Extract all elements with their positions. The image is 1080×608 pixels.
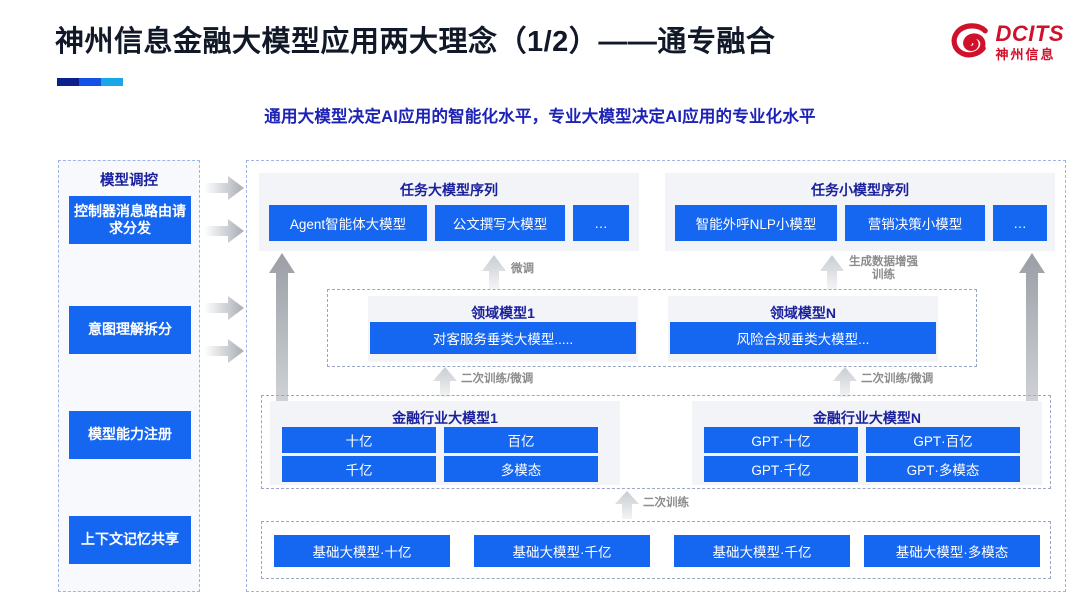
- page-subtitle: 通用大模型决定AI应用的智能化水平，专业大模型决定AI应用的专业化水平: [264, 108, 816, 126]
- domain-model-n-title: 领域模型N: [769, 305, 837, 321]
- logo-text: DCITS 神州信息: [995, 21, 1065, 62]
- flow-arrow-up-right-tall: [1019, 253, 1045, 415]
- industry-model-1-title: 金融行业大模型1: [392, 410, 498, 426]
- industry-model-1-box-2[interactable]: 百亿: [444, 427, 598, 453]
- domain-model-1-title: 领域模型1: [471, 305, 535, 321]
- domain-models-container: 领域模型1 对客服务垂类大模型..... 领域模型N 风险合规垂类大模型...: [327, 289, 977, 367]
- flow-arrow-right-2: [204, 219, 244, 243]
- industry-model-n-card: 金融行业大模型N GPT·十亿 GPT·百亿 GPT·千亿 GPT·多模态: [692, 401, 1042, 485]
- control-item-register[interactable]: 模型能力注册: [69, 411, 191, 459]
- accent-segment-1: [57, 78, 79, 86]
- task-small-box-2[interactable]: 营销决策小模型: [845, 205, 985, 241]
- base-model-box-4[interactable]: 基础大模型·多模态: [864, 535, 1040, 567]
- control-item-intent[interactable]: 意图理解拆分: [69, 306, 191, 354]
- arrow-label-data-aug-line2: 训练: [872, 269, 895, 282]
- task-large-box-3[interactable]: …: [573, 205, 629, 241]
- flow-arrow-right-4: [204, 339, 244, 363]
- control-item-context[interactable]: 上下文记忆共享: [69, 516, 191, 564]
- logo-en: DCITS: [995, 21, 1064, 46]
- flow-arrow-up-left-tall: [269, 253, 295, 415]
- base-model-box-2[interactable]: 基础大模型·千亿: [474, 535, 650, 567]
- task-small-box-3[interactable]: …: [993, 205, 1047, 241]
- task-small-model-title: 任务小模型序列: [811, 182, 909, 198]
- task-large-box-1[interactable]: Agent智能体大模型: [269, 205, 427, 241]
- architecture-diagram: 任务大模型序列 Agent智能体大模型 公文撰写大模型 … 任务小模型序列 智能…: [246, 160, 1066, 592]
- flow-arrow-up-retrain-base: [615, 491, 639, 519]
- base-model-box-1[interactable]: 基础大模型·十亿: [274, 535, 450, 567]
- base-model-box-3[interactable]: 基础大模型·千亿: [674, 535, 850, 567]
- industry-model-1-card: 金融行业大模型1 十亿 百亿 千亿 多模态: [270, 401, 620, 485]
- domain-model-1-card: 领域模型1 对客服务垂类大模型.....: [368, 296, 638, 362]
- task-large-model-title: 任务大模型序列: [400, 182, 498, 198]
- arrow-label-retrain: 二次训练: [643, 497, 689, 509]
- task-large-model-card: 任务大模型序列 Agent智能体大模型 公文撰写大模型 …: [259, 173, 639, 251]
- accent-bar: [57, 78, 123, 86]
- industry-model-1-box-3[interactable]: 千亿: [282, 456, 436, 482]
- task-small-model-card: 任务小模型序列 智能外呼NLP小模型 营销决策小模型 …: [665, 173, 1055, 251]
- flow-arrow-right-3: [204, 296, 244, 320]
- dcits-swoosh-icon: [951, 23, 988, 58]
- page-title: 神州信息金融大模型应用两大理念（1/2）——通专融合: [55, 26, 776, 58]
- industry-model-n-box-1[interactable]: GPT·十亿: [704, 427, 858, 453]
- industry-model-n-box-2[interactable]: GPT·百亿: [866, 427, 1020, 453]
- industry-models-container: 金融行业大模型1 十亿 百亿 千亿 多模态 金融行业大模型N GPT·十亿 GP…: [261, 395, 1051, 489]
- task-small-box-1[interactable]: 智能外呼NLP小模型: [675, 205, 837, 241]
- flow-arrow-up-retrain-2: [833, 367, 857, 397]
- industry-model-1-box-1[interactable]: 十亿: [282, 427, 436, 453]
- domain-model-1-box[interactable]: 对客服务垂类大模型.....: [370, 322, 636, 354]
- arrow-label-retrain-finetune-2: 二次训练/微调: [861, 373, 934, 385]
- flow-arrow-up-retrain-1: [433, 367, 457, 397]
- base-models-container: 基础大模型·十亿 基础大模型·千亿 基础大模型·千亿 基础大模型·多模态: [261, 521, 1051, 579]
- accent-segment-3: [101, 78, 123, 86]
- model-control-title: 模型调控: [100, 173, 158, 189]
- arrow-label-finetune: 微调: [511, 263, 534, 275]
- company-logo: DCITS 神州信息: [950, 22, 1065, 62]
- task-large-box-2[interactable]: 公文撰写大模型: [435, 205, 565, 241]
- industry-model-n-box-4[interactable]: GPT·多模态: [866, 456, 1020, 482]
- logo-cn: 神州信息: [995, 47, 1056, 62]
- control-item-router[interactable]: 控制器消息路由请求分发: [69, 196, 191, 244]
- domain-model-n-box[interactable]: 风险合规垂类大模型...: [670, 322, 936, 354]
- industry-model-n-box-3[interactable]: GPT·千亿: [704, 456, 858, 482]
- model-control-panel: 模型调控 控制器消息路由请求分发 意图理解拆分 模型能力注册 上下文记忆共享: [58, 160, 200, 592]
- arrow-label-data-aug-line1: 生成数据增强: [849, 256, 918, 268]
- arrow-label-retrain-finetune-1: 二次训练/微调: [461, 373, 534, 385]
- arrow-label-data-aug: 生成数据增强 训练: [849, 256, 918, 282]
- domain-model-n-card: 领域模型N 风险合规垂类大模型...: [668, 296, 938, 362]
- flow-arrow-up-finetune: [482, 255, 506, 289]
- industry-model-1-box-4[interactable]: 多模态: [444, 456, 598, 482]
- industry-model-n-title: 金融行业大模型N: [812, 410, 922, 426]
- flow-arrow-up-data-aug: [820, 255, 844, 289]
- accent-segment-2: [79, 78, 101, 86]
- flow-arrow-right-1: [204, 176, 244, 200]
